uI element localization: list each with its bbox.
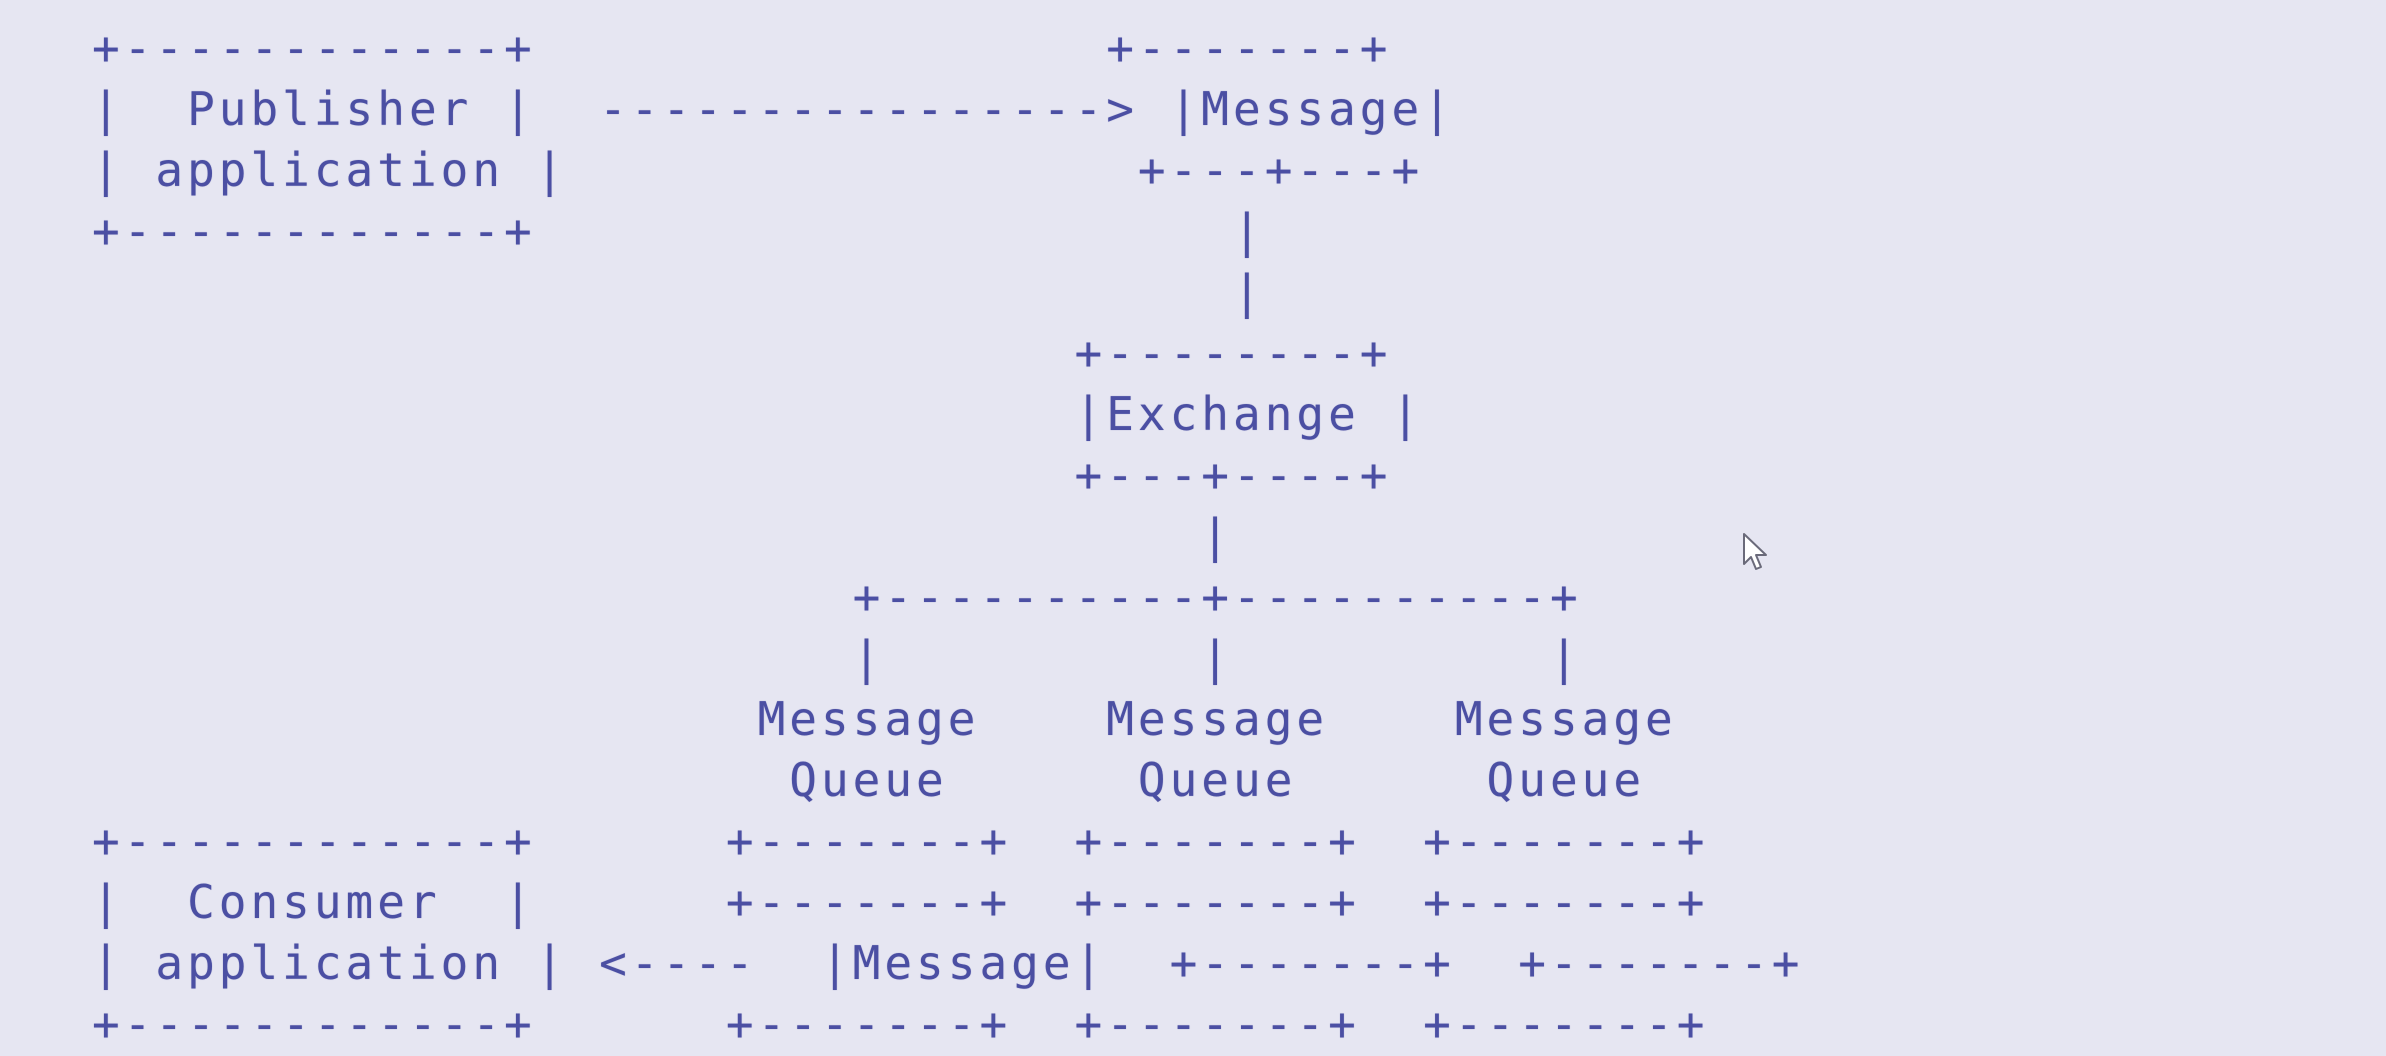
diagram-line: | application | <---- |Message| +-------…	[92, 936, 1804, 990]
diagram-line: |Exchange |	[92, 387, 1424, 441]
diagram-line: +--------+	[92, 326, 1392, 380]
diagram-line: | Publisher | ----------------> |Message…	[92, 82, 1455, 136]
diagram-line: Queue Queue Queue	[92, 753, 1646, 807]
diagram-line: | Consumer | +-------+ +-------+ +------…	[92, 875, 1709, 929]
ascii-diagram: +------------+ +-------+ | Publisher | -…	[92, 18, 1804, 1055]
diagram-line: +------------+ +-------+ +-------+ +----…	[92, 814, 1709, 868]
diagram-line: | application | +---+---+	[92, 143, 1424, 197]
diagram-line: +------------+ +-------+ +-------+ +----…	[92, 997, 1709, 1051]
diagram-line: +----------+----------+	[92, 570, 1582, 624]
diagram-line: +------------+ |	[92, 204, 1265, 258]
mouse-pointer-icon	[1743, 533, 1767, 570]
diagram-line: | | |	[92, 631, 1582, 685]
diagram-line: Message Message Message	[92, 692, 1677, 746]
diagram-line: |	[92, 265, 1265, 319]
diagram-line: +------------+ +-------+	[92, 21, 1392, 75]
diagram-line: |	[92, 509, 1233, 563]
diagram-line: +---+----+	[92, 448, 1392, 502]
